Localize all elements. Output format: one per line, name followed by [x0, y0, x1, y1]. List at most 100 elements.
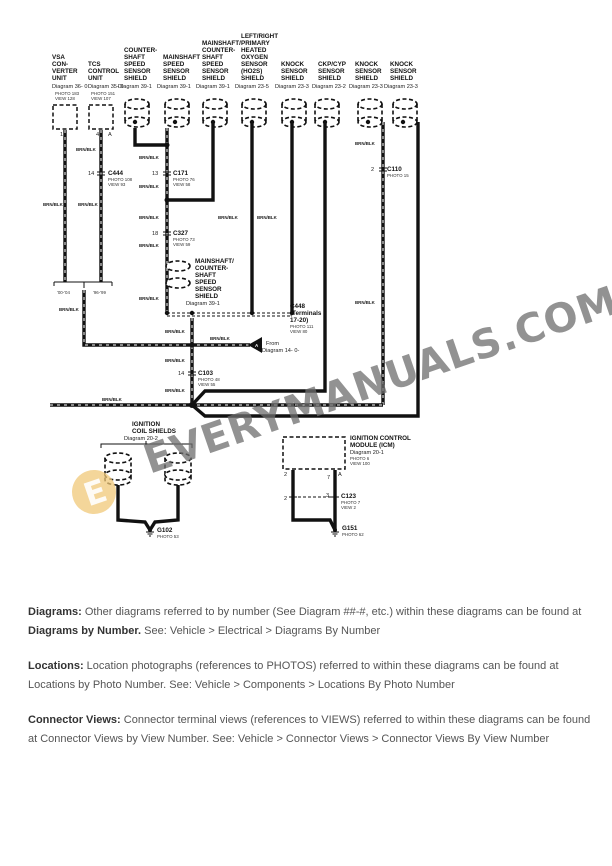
sensor-photo: PHOTO 183: [55, 91, 80, 96]
wire-label: BRN/BLK: [139, 155, 160, 160]
pin-label: A: [108, 132, 112, 138]
sensor-diagram-ref: Diagram 23-5: [235, 84, 269, 90]
sensor-name-line: SHIELD: [390, 75, 414, 82]
sensor-name-line: OXYGEN: [241, 54, 268, 61]
wire-label: BRN/BLK: [78, 202, 99, 207]
svg-text:13: 13: [152, 171, 158, 177]
sensor-4: MAINSHAFT/COUNTER-SHAFTSPEEDSENSORSHIELD…: [196, 40, 241, 128]
svg-text:C171: C171: [173, 170, 189, 177]
pin-label: 1: [60, 132, 63, 138]
sensor-name-line: VERTER: [52, 68, 78, 75]
sensor-name-line: MAINSHAFT/: [202, 40, 241, 47]
inline-shield: MAINSHAFT/ COUNTER- SHAFT SPEED SENSOR S…: [165, 258, 234, 307]
sensor-name-line: VSA: [52, 54, 65, 61]
sensor-name-line: SENSOR: [318, 68, 345, 75]
note-locations: Locations: Location photographs (referen…: [28, 660, 559, 691]
sensor-diagram-ref: Diagram 36- 0: [52, 84, 87, 90]
shield-icon: [281, 98, 307, 110]
sensor-view: VIEW 107: [91, 96, 111, 101]
shield-icon: [164, 98, 190, 110]
sensor-name-line: COUNTER-: [124, 47, 157, 54]
notes: Diagrams: Other diagrams referred to by …: [28, 603, 598, 765]
svg-text:C110: C110: [387, 166, 402, 173]
sensor-name-line: CONTROL: [88, 68, 119, 75]
svg-text:Diagram 20-2: Diagram 20-2: [124, 436, 158, 442]
svg-text:MODULE (ICM): MODULE (ICM): [350, 442, 395, 449]
svg-text:SENSOR: SENSOR: [195, 286, 222, 293]
sensor-name-line: SHAFT: [124, 54, 145, 61]
sensor-name-line: SHIELD: [355, 75, 379, 82]
sensor-name-line: UNIT: [88, 75, 103, 82]
sensor-name-line: SENSOR: [202, 68, 229, 75]
sensor-name-line: SPEED: [163, 61, 185, 68]
svg-text:VIEW 2: VIEW 2: [341, 505, 356, 510]
svg-text:SHAFT: SHAFT: [195, 272, 216, 279]
svg-text:PHOTO 76: PHOTO 76: [173, 177, 195, 182]
svg-text:PHOTO 6: PHOTO 6: [350, 456, 370, 461]
sensor-name-line: SENSOR: [281, 68, 308, 75]
wire-label: BRN/BLK: [43, 202, 64, 207]
sensor-name-line: SPEED: [124, 61, 146, 68]
svg-text:C448: C448: [290, 303, 306, 310]
sensor-name-line: KNOCK: [281, 61, 305, 68]
wire-label: BRN/BLK: [165, 388, 186, 393]
wire-label: BRN/BLK: [139, 243, 160, 248]
sensor-name-line: CKP/CYP: [318, 61, 346, 68]
component-box: [88, 104, 114, 130]
svg-text:SPEED: SPEED: [195, 279, 217, 286]
year-label-left: '00-'04: [57, 290, 70, 295]
sensor-name-line: SHIELD: [241, 75, 265, 82]
pin-label: 4: [96, 132, 99, 138]
sensor-name-line: LEFT/RIGHT: [241, 33, 278, 40]
sensor-name-line: SENSOR: [124, 68, 151, 75]
svg-text:G102: G102: [157, 527, 173, 534]
svg-text:From: From: [266, 341, 279, 347]
wire-label: BRN/BLK: [165, 329, 186, 334]
sensor-diagram-ref: Diagram 23-3: [384, 84, 418, 90]
sensor-name-line: SHAFT: [202, 54, 223, 61]
svg-text:VIEW 55: VIEW 55: [198, 382, 216, 387]
sensor-name-line: KNOCK: [390, 61, 414, 68]
from-diagram-reference[interactable]: A From Diagram 14- 0-: [248, 337, 299, 354]
ground-g102: G102 PHOTO 53: [146, 527, 179, 539]
svg-text:COIL SHIELDS: COIL SHIELDS: [132, 428, 176, 435]
svg-text:VIEW 100: VIEW 100: [350, 461, 370, 466]
sensor-name-line: PRIMARY: [241, 40, 271, 47]
svg-text:VIEW 93: VIEW 93: [108, 182, 126, 187]
sensor-5: LEFT/RIGHTPRIMARYHEATEDOXYGENSENSOR(HO2S…: [235, 33, 278, 128]
wire-label: BRN/BLK: [165, 358, 186, 363]
svg-text:18: 18: [152, 231, 158, 237]
wire-label: BRN/BLK: [102, 397, 123, 402]
svg-text:3: 3: [326, 493, 329, 499]
svg-text:2: 2: [284, 496, 287, 502]
wire-label: BRN/BLK: [139, 184, 160, 189]
note-diagrams: Diagrams: Other diagrams referred to by …: [28, 606, 582, 637]
svg-text:COUNTER-: COUNTER-: [195, 265, 228, 272]
sensor-name-line: (HO2S): [241, 68, 262, 75]
wire-label: BRN/BLK: [218, 215, 239, 220]
shield-icon: [357, 98, 383, 110]
sensor-diagram-ref: Diagram 35- 0: [88, 84, 123, 90]
sensor-diagram-ref: Diagram 39-1: [157, 84, 191, 90]
svg-text:7: 7: [327, 475, 330, 481]
svg-text:PHOTO 73: PHOTO 73: [173, 237, 195, 242]
wire-color-labels: BRN/BLK BRN/BLK BRN/BLK BRN/BLK BRN/BLK …: [43, 141, 376, 402]
svg-text:SHIELD: SHIELD: [195, 293, 219, 300]
svg-text:VIEW 80: VIEW 80: [290, 329, 308, 334]
wire-label: BRN/BLK: [76, 147, 97, 152]
svg-text:VIEW 58: VIEW 58: [173, 182, 191, 187]
sensor-diagram-ref: Diagram 39-1: [118, 84, 152, 90]
svg-text:VIEW 59: VIEW 59: [173, 242, 191, 247]
wire-label: BRN/BLK: [355, 141, 376, 146]
wire-label: BRN/BLK: [355, 300, 376, 305]
connector-c103: 14 C103 PHOTO 48 VIEW 55: [178, 370, 220, 387]
sensor-name-line: UNIT: [52, 75, 67, 82]
svg-text:PHOTO 108: PHOTO 108: [108, 177, 133, 182]
connector-c123: 2 3 C123 PHOTO 7 VIEW 2: [284, 493, 361, 510]
sensor-diagram-ref: Diagram 23-2: [312, 84, 346, 90]
shield-icon: [202, 98, 228, 110]
shield-icon: [241, 98, 267, 110]
